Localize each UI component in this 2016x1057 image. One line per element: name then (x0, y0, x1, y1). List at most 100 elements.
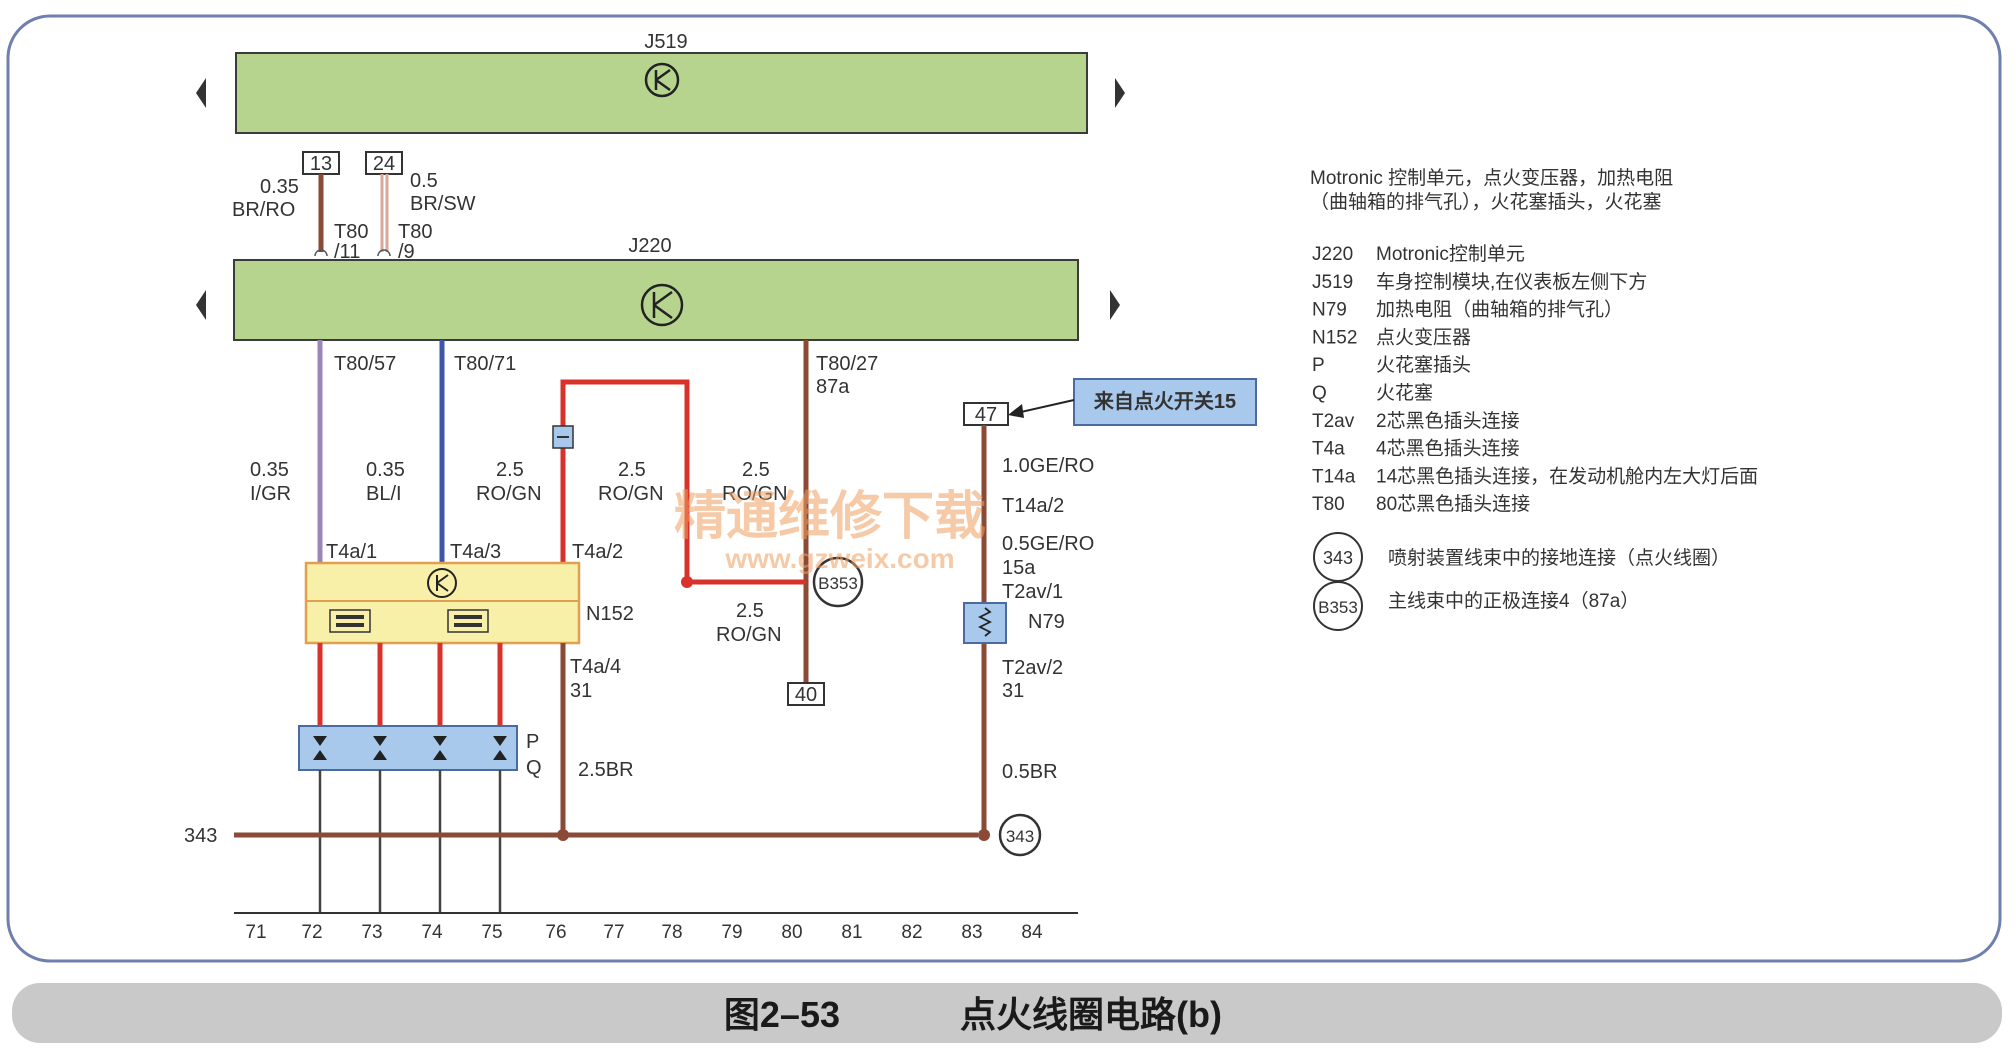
legend: Motronic 控制单元，点火变压器，加热电阻 （曲轴箱的排气孔），火花塞插头… (1310, 167, 1758, 631)
spark-wires (317, 643, 503, 726)
svg-text:2.5BR: 2.5BR (578, 759, 634, 781)
diagram-frame (6, 14, 2002, 963)
ignition-switch-callout: 来自点火开关15 (1008, 378, 1257, 426)
svg-text:B353: B353 (1318, 598, 1358, 617)
svg-text:2.5: 2.5 (496, 459, 524, 481)
column-number: 72 (301, 922, 322, 943)
svg-text:40: 40 (795, 684, 817, 706)
pin-40: 40 (787, 682, 825, 706)
svg-text:343: 343 (184, 825, 217, 847)
b353-connector: B353 (812, 556, 864, 608)
svg-text:N152: N152 (586, 603, 634, 625)
svg-text:T80/27: T80/27 (816, 353, 878, 375)
legend-code: T80 (1312, 494, 1345, 515)
svg-text:主线束中的正极连接4（87a）: 主线束中的正极连接4（87a） (1388, 590, 1639, 612)
svg-text:T2av/1: T2av/1 (1002, 581, 1063, 603)
legend-desc: 火花塞 (1376, 382, 1433, 404)
legend-code: T14a (1312, 466, 1356, 487)
column-number: 74 (421, 922, 443, 943)
svg-text:0.5BR: 0.5BR (1002, 761, 1058, 783)
svg-text:31: 31 (1002, 680, 1024, 702)
svg-text:0.35: 0.35 (260, 176, 299, 198)
svg-text:T2av/2: T2av/2 (1002, 657, 1063, 679)
column-number: 77 (603, 922, 624, 943)
svg-text:2.5: 2.5 (736, 600, 764, 622)
legend-code: P (1312, 355, 1325, 376)
svg-text:B353: B353 (818, 574, 858, 593)
svg-text:RO/GN: RO/GN (476, 483, 542, 505)
pin-24: 24 (365, 151, 403, 175)
figure-title: 点火线圈电路(b) (960, 994, 1222, 1035)
column-number: 83 (961, 922, 982, 943)
svg-text:I/GR: I/GR (250, 483, 291, 505)
column-number: 80 (781, 922, 802, 943)
svg-text:P: P (526, 731, 539, 753)
svg-text:RO/GN: RO/GN (598, 483, 664, 505)
j519-module: J519 (196, 31, 1125, 134)
svg-text:T4a/3: T4a/3 (450, 541, 501, 563)
legend-code: T2av (1312, 411, 1355, 432)
column-number: 71 (245, 922, 266, 943)
c343-connector: 343 (998, 813, 1042, 857)
watermark: 精通维修下载 (674, 488, 986, 546)
svg-text:BR/SW: BR/SW (410, 193, 476, 215)
transistor-icon (640, 283, 684, 327)
svg-text:T14a/2: T14a/2 (1002, 495, 1064, 517)
coil-icon (329, 609, 371, 633)
watermark-url: www.gzweix.com (724, 543, 954, 574)
legend-code: Q (1312, 383, 1327, 404)
svg-text:24: 24 (373, 153, 395, 175)
svg-text:BR/RO: BR/RO (232, 199, 295, 221)
svg-text:2.5: 2.5 (742, 459, 770, 481)
column-number: 79 (721, 922, 742, 943)
column-number: 73 (361, 922, 382, 943)
column-number: 84 (1021, 922, 1043, 943)
legend-desc: 2芯黑色插头连接 (1376, 410, 1520, 432)
svg-text:Motronic 控制单元，点火变压器，加热电阻: Motronic 控制单元，点火变压器，加热电阻 (1310, 167, 1673, 189)
svg-text:0.35: 0.35 (366, 459, 405, 481)
coil-icon (447, 609, 489, 633)
column-number: 75 (481, 922, 502, 943)
svg-text:（曲轴箱的排气孔），火花塞插头，火花塞: （曲轴箱的排气孔），火花塞插头，火花塞 (1310, 191, 1662, 213)
svg-text:0.5: 0.5 (410, 170, 438, 192)
legend-343: 343 喷射装置线束中的接地连接（点火线圈） (1313, 532, 1730, 582)
legend-code: N79 (1312, 300, 1347, 321)
n152-ignition-transformer: N152 (304, 561, 634, 645)
svg-text:T4a/1: T4a/1 (326, 541, 377, 563)
legend-code: J220 (1312, 244, 1353, 265)
j519-label: J519 (644, 31, 687, 53)
svg-text:343: 343 (1323, 548, 1353, 568)
column-number: 82 (901, 922, 922, 943)
svg-text:47: 47 (975, 404, 997, 426)
legend-desc: 4芯黑色插头连接 (1376, 438, 1520, 460)
svg-text:343: 343 (1006, 827, 1034, 846)
svg-text:喷射装置线束中的接地连接（点火线圈）: 喷射装置线束中的接地连接（点火线圈） (1388, 547, 1730, 569)
svg-text:/11: /11 (334, 241, 360, 263)
n79-heating-resistor: N79 (963, 602, 1065, 644)
svg-text:0.35: 0.35 (250, 459, 289, 481)
svg-text:T80: T80 (334, 221, 368, 243)
legend-desc: 14芯黑色插头连接，在发动机舱内左大灯后面 (1376, 465, 1758, 487)
svg-text:N79: N79 (1028, 611, 1065, 633)
column-number: 76 (545, 922, 566, 943)
svg-text:T80/57: T80/57 (334, 353, 396, 375)
svg-text:T4a/4: T4a/4 (570, 656, 621, 678)
legend-code: T4a (1312, 439, 1345, 460)
legend-desc: Motronic控制单元 (1376, 243, 1525, 265)
j220-module: J220 (196, 235, 1120, 341)
pin-47: 47 (963, 402, 1009, 426)
svg-text:RO/GN: RO/GN (722, 483, 788, 505)
svg-text:15a: 15a (1002, 557, 1036, 579)
svg-text:T80/71: T80/71 (454, 353, 516, 375)
legend-desc: 80芯黑色插头连接 (1376, 493, 1530, 515)
svg-text:来自点火开关15: 来自点火开关15 (1093, 389, 1236, 413)
figure-number: 图2–53 (724, 994, 840, 1035)
legend-desc: 加热电阻（曲轴箱的排气孔） (1376, 299, 1623, 321)
column-number: 81 (841, 922, 862, 943)
svg-text:T4a/2: T4a/2 (572, 541, 623, 563)
svg-text:2.5: 2.5 (618, 459, 646, 481)
transistor-icon (427, 568, 457, 598)
spark-plug-block: P Q (298, 725, 542, 779)
